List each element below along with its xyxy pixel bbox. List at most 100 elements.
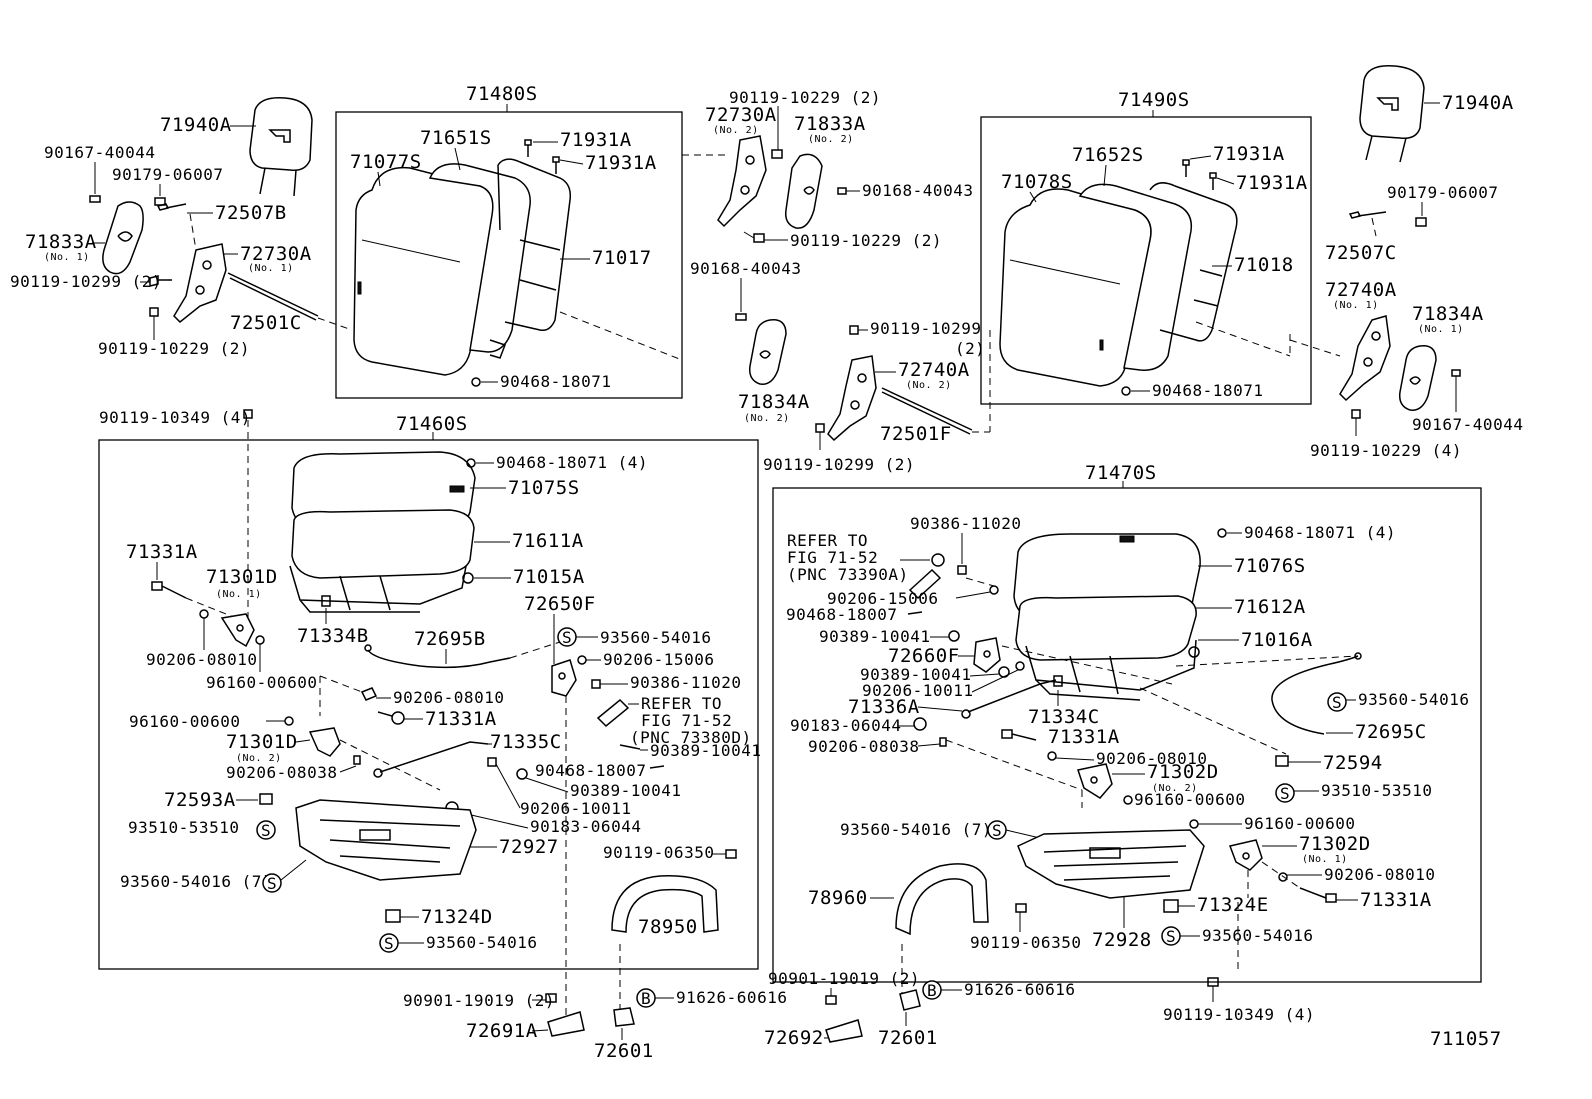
label-72501f: 72501F [880,423,952,445]
seatback-left-assembly [353,139,683,387]
circle-s-f: S [1280,784,1290,803]
label-90119-10229-2-top: 90119-10229 (2) [729,88,881,107]
label-90119-10229-2-mid: 90119-10229 (2) [790,231,942,250]
seatback-cover-71652s [1078,183,1193,371]
label-72695c: 72695C [1355,721,1427,743]
label-78960: 78960 [808,887,868,909]
label-90468-18071-4-left: 90468-18071 (4) [496,453,648,472]
cushion-frame-71015a [289,565,467,613]
label-71336a: 71336A [848,696,920,718]
headrest-right [1359,65,1425,163]
label-71331a-c: 71331A [1048,726,1120,748]
label-71611a: 71611A [512,530,584,552]
seatback-frame-71017 [497,158,572,332]
label-93560-54016-7-a: 93560-54016 (7) [120,872,272,891]
label-71301d-b-no: (No. 2) [236,753,282,764]
seatback-frame-71018 [1149,182,1238,342]
label-96160-00600-b: 96160-00600 [129,712,240,731]
bracket-72601-a [613,1007,635,1027]
seatback-cover-71651s [428,163,531,353]
label-71331a-b: 71331A [425,708,497,730]
label-71940a-right: 71940A [1442,92,1514,114]
label-71931a-c: 71931A [1213,143,1285,165]
label-72650f: 72650F [524,593,596,615]
refer-b-line2: FIG 71-52 [787,548,878,567]
label-78950: 78950 [638,916,698,938]
label-90179-06007-left: 90179-06007 [112,165,223,184]
label-72695b: 72695B [414,628,486,650]
label-90167-40044-left: 90167-40044 [44,143,155,162]
label-90389-10041-a: 90389-10041 [650,741,761,760]
frame-cushion-left [98,439,759,970]
label-71834a-mid: 71834A [738,391,810,413]
label-72927: 72927 [499,836,559,858]
label-71833a-left: 71833A [25,231,97,253]
rod-71335c [379,741,489,773]
recliner-72740a-mid [827,355,877,442]
refer-b-line1: REFER TO [787,531,868,550]
label-93560-54016-a: 93560-54016 [600,628,711,647]
label-71833a-mid-no: (No. 2) [808,134,854,145]
label-90168-40043-a: 90168-40043 [862,181,973,200]
rod-71336a [967,679,1057,713]
label-72692: 72692 [764,1027,824,1049]
label-90389-10041-c: 90389-10041 [819,627,930,646]
circle-s-a: S [562,628,572,647]
label-96160-00600-c: 96160-00600 [1134,790,1245,809]
label-71075s: 71075S [508,477,580,499]
cushion-frame-71016a [1025,639,1197,701]
label-71324d: 71324D [421,906,493,928]
label-96160-00600-d: 96160-00600 [1244,814,1355,833]
seatback-right-assembly [999,159,1291,396]
label-72691a: 72691A [466,1020,538,1042]
label-72501c: 72501C [230,312,302,334]
label-90183-06044-a: 90183-06044 [530,817,641,836]
label-71931a-d: 71931A [1236,172,1308,194]
label-72928: 72928 [1092,929,1152,951]
label-93560-54016-d: 93560-54016 [1202,926,1313,945]
hinge-71302d-a [1077,763,1113,799]
lever-72660f [973,637,1001,673]
group-title-71460s: 71460S [396,413,468,435]
label-90468-18007-a: 90468-18007 [535,761,646,780]
refer-a-line1: REFER TO [641,694,722,713]
label-91626-60616-a: 91626-60616 [676,988,787,1007]
label-90389-10041-d: 90389-10041 [860,665,971,684]
label-93560-54016-b: 93560-54016 [426,933,537,952]
label-90119-10349-4-left: 90119-10349 (4) [99,408,251,427]
label-90119-10229-4: 90119-10229 (4) [1310,441,1462,460]
label-72730a-mid: 72730A [705,104,777,126]
label-71078s: 71078S [1001,171,1073,193]
circle-s-g: S [992,821,1002,840]
label-90468-18071-4-right: 90468-18071 (4) [1244,523,1396,542]
circle-s-e: S [1332,693,1342,712]
label-72740a-mid: 72740A [898,359,970,381]
label-90179-06007-right: 90179-06007 [1387,183,1498,202]
label-90389-10041-b: 90389-10041 [570,781,681,800]
label-90206-08010-b: 90206-08010 [393,688,504,707]
label-90386-11020-b: 90386-11020 [910,514,1021,533]
diagram-number: 711057 [1430,1028,1502,1050]
label-90206-08038-b: 90206-08038 [808,737,919,756]
handle-78960 [895,863,989,936]
group-title-71470s: 71470S [1085,462,1157,484]
label-90206-08010-c: 90206-08010 [1096,749,1207,768]
label-71301d-a: 71301D [206,566,278,588]
circle-s-h: S [1166,927,1176,946]
label-72660f: 72660F [888,645,960,667]
recliner-72730a-left [173,243,227,324]
label-72730a-left-no: (No. 1) [248,263,294,274]
label-71077s: 71077S [350,151,422,173]
label-71302d-b-no: (No. 1) [1302,854,1348,865]
label-90206-08010-a: 90206-08010 [146,650,257,669]
refer-b-line3: (PNC 73390A) [787,565,909,584]
label-71015a: 71015A [513,566,585,588]
label-90901-19019-2-b: 90901-19019 (2) [768,969,920,988]
bracket-72691a [547,1011,585,1037]
label-71833a-mid: 71833A [794,113,866,135]
label-90119-10349-4-right: 90119-10349 (4) [1163,1005,1315,1024]
seatback-pad-71078s [999,188,1152,387]
label-90168-40043-b: 90168-40043 [690,259,801,278]
bracket-72692 [825,1019,863,1043]
label-90206-08038-a: 90206-08038 [226,763,337,782]
